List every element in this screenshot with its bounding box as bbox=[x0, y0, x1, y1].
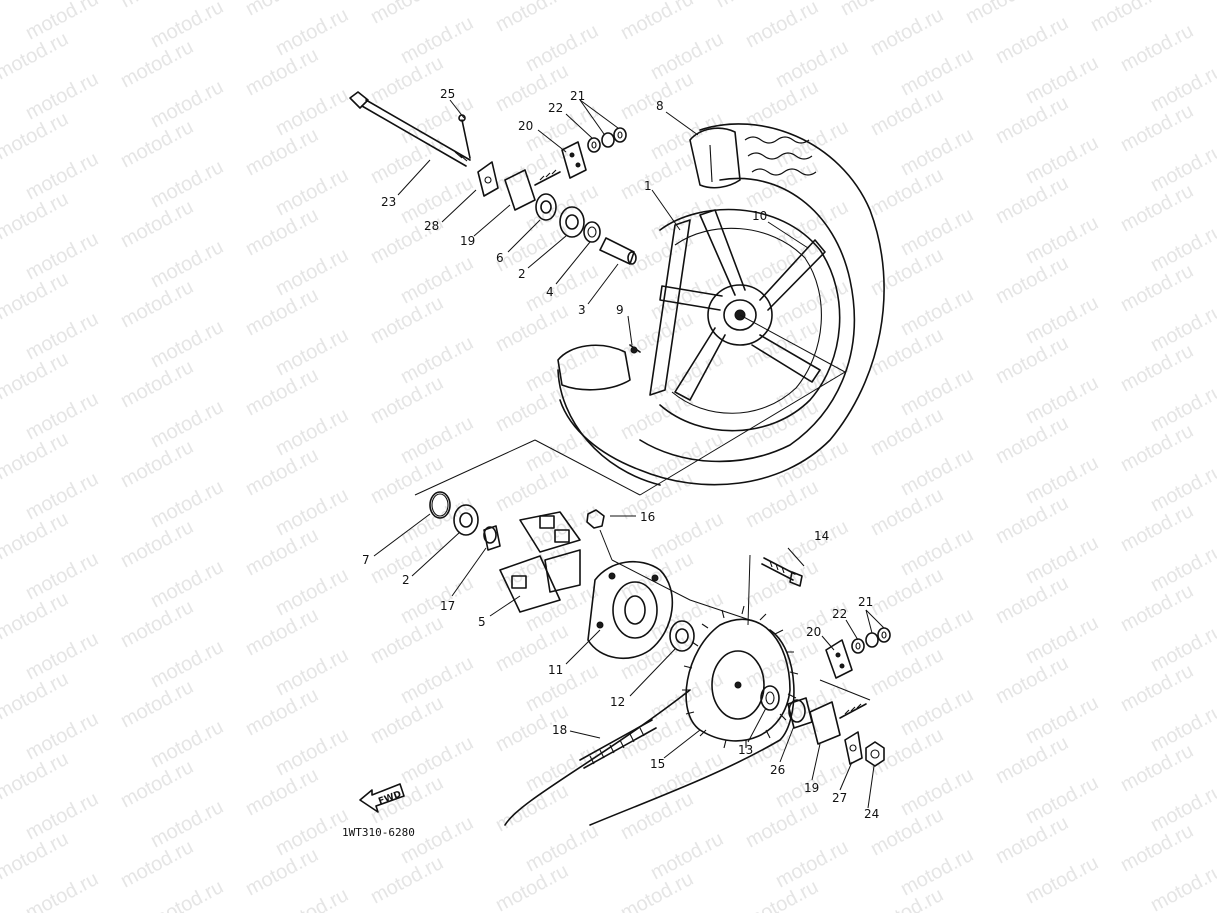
bolt-14 bbox=[761, 557, 803, 587]
callout-4: 4 bbox=[546, 285, 554, 299]
rear-axle bbox=[349, 91, 471, 167]
callout-7: 7 bbox=[362, 553, 370, 567]
callout-27: 27 bbox=[832, 791, 847, 805]
drive-chain-18 bbox=[504, 629, 795, 826]
washer-22-bottom bbox=[851, 638, 865, 654]
callout-28: 28 bbox=[424, 219, 439, 233]
watermark-text: motod.ru bbox=[962, 0, 1042, 28]
oil-seal-13 bbox=[760, 685, 780, 711]
rear-wheel-rim-and-tire bbox=[557, 123, 885, 486]
nut-21-top bbox=[601, 127, 627, 148]
callout-2: 2 bbox=[518, 267, 526, 281]
bearing-2-bottom bbox=[453, 504, 479, 536]
damper-5 bbox=[499, 511, 581, 613]
washer-plate-20 bbox=[561, 141, 587, 179]
bearing-6 bbox=[535, 193, 557, 221]
cotter-pin bbox=[458, 114, 471, 159]
callout-11: 11 bbox=[548, 663, 563, 677]
callout-22: 22 bbox=[548, 101, 563, 115]
chain-puller-left bbox=[477, 161, 499, 197]
callout-6: 6 bbox=[496, 251, 504, 265]
chain-puller-right bbox=[844, 731, 863, 765]
callout-16: 16 bbox=[640, 510, 655, 524]
diagram-code: 1WT310-6280 bbox=[342, 826, 415, 839]
watermark-text: motod.ru bbox=[837, 0, 917, 20]
callout-22: 22 bbox=[832, 607, 847, 621]
callout-12: 12 bbox=[610, 695, 625, 709]
callout-18: 18 bbox=[552, 723, 567, 737]
callout-13: 13 bbox=[738, 743, 753, 757]
leader-lines bbox=[373, 99, 885, 809]
callout-24: 24 bbox=[864, 807, 879, 821]
nut-21-bottom bbox=[865, 627, 891, 648]
chain-adjuster-left bbox=[504, 169, 561, 211]
callout-17: 17 bbox=[440, 599, 455, 613]
watermark-text: motod.ru bbox=[22, 868, 102, 913]
bearing-2-top bbox=[559, 206, 585, 238]
watermark-text: motod.ru bbox=[367, 0, 447, 28]
callout-5: 5 bbox=[478, 615, 486, 629]
callout-9: 9 bbox=[616, 303, 624, 317]
callout-1: 1 bbox=[644, 179, 652, 193]
collar-17 bbox=[483, 525, 501, 551]
callout-8: 8 bbox=[656, 99, 664, 113]
watermark-text: motod.ru bbox=[117, 0, 197, 12]
callout-21: 21 bbox=[858, 595, 873, 609]
callout-21: 21 bbox=[570, 89, 585, 103]
callout-15: 15 bbox=[650, 757, 665, 771]
watermark-text: motod.ru bbox=[147, 876, 227, 913]
callout-14: 14 bbox=[814, 529, 829, 543]
clutch-hub-11 bbox=[587, 561, 674, 659]
watermark-text: motod.ru bbox=[617, 0, 697, 44]
bearing-12 bbox=[669, 620, 695, 652]
callout-25: 25 bbox=[440, 87, 455, 101]
watermark-text: motod.ru bbox=[272, 884, 352, 913]
callout-26: 26 bbox=[770, 763, 785, 777]
callout-labels: 25 23 28 20 22 21 19 6 2 4 3 1 8 10 9 7 … bbox=[362, 87, 879, 821]
callout-19: 19 bbox=[804, 781, 819, 795]
watermark-text: motod.ru bbox=[1147, 860, 1217, 913]
watermark-text: motod.ru bbox=[992, 12, 1072, 68]
washer-22-top bbox=[587, 137, 601, 153]
watermark-text: motod.ru bbox=[1087, 0, 1167, 36]
watermark-text: motod.ru bbox=[742, 0, 822, 52]
nut-16 bbox=[586, 509, 613, 561]
circlip-7 bbox=[429, 491, 451, 519]
oil-seal-4 bbox=[583, 221, 601, 243]
callout-20: 20 bbox=[518, 119, 533, 133]
washer-plate-20-right bbox=[825, 639, 853, 679]
watermark-text: motod.ru bbox=[712, 0, 792, 12]
callout-2: 2 bbox=[402, 573, 410, 587]
callout-23: 23 bbox=[381, 195, 396, 209]
chain-adjuster-right bbox=[809, 701, 867, 745]
watermark-text: motod.ru bbox=[867, 4, 947, 60]
watermark-text: motod.ru bbox=[242, 0, 322, 20]
callout-19: 19 bbox=[460, 234, 475, 248]
watermark-text: motod.ru bbox=[492, 0, 572, 36]
callout-20: 20 bbox=[806, 625, 821, 639]
spacer-3 bbox=[599, 237, 637, 265]
callout-3: 3 bbox=[578, 303, 586, 317]
watermark-text: motod.ru bbox=[1022, 852, 1102, 908]
callout-10: 10 bbox=[752, 209, 767, 223]
rear-sprocket-15 bbox=[682, 605, 799, 749]
watermark-text: motod.ru bbox=[1117, 20, 1197, 76]
axle-nut-24 bbox=[865, 741, 885, 767]
